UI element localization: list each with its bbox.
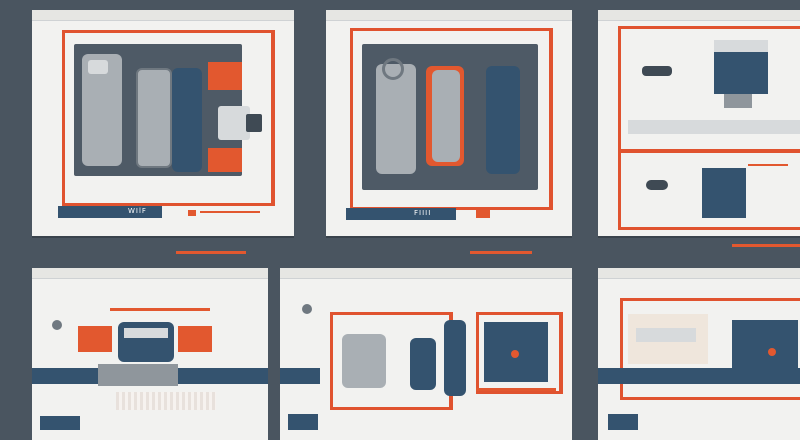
panel-label: WIlF <box>128 207 147 215</box>
device-panel-1: WIlF <box>32 10 294 236</box>
device-screen <box>702 168 746 218</box>
panel-lip <box>280 268 572 279</box>
device-panel-5 <box>280 268 572 440</box>
ring-icon <box>382 58 404 80</box>
floor-mark <box>288 414 318 430</box>
panel-lip <box>598 268 800 279</box>
navy-stripe <box>598 368 800 384</box>
orange-port-block <box>208 148 242 172</box>
orange-rule <box>200 211 260 213</box>
side-connector <box>218 106 250 140</box>
device-icon-small <box>646 180 668 190</box>
floor-rule <box>470 251 532 254</box>
base-unit <box>98 364 178 386</box>
red-frame <box>476 312 563 394</box>
device-panel-3 <box>598 10 800 236</box>
indicator-light <box>768 348 776 356</box>
orange-rule <box>476 388 556 391</box>
orange-connector <box>78 326 112 352</box>
panel-lip <box>598 10 800 21</box>
orange-connector <box>178 326 212 352</box>
floor-mark <box>608 414 638 430</box>
navy-stripe <box>280 368 320 384</box>
device-icon-small <box>642 66 672 76</box>
red-frame <box>62 30 275 206</box>
roller-icon <box>444 320 466 396</box>
floor-rule <box>176 251 246 254</box>
device-screen-top <box>714 40 768 52</box>
bar-shadow <box>628 120 800 134</box>
panel-lip <box>32 268 268 279</box>
navy-stripe <box>58 206 162 218</box>
navy-stripe <box>346 208 456 220</box>
orange-tag <box>476 210 490 218</box>
module-slot-icon <box>88 60 108 74</box>
display-stand <box>724 94 752 108</box>
roller-icon <box>410 338 436 390</box>
printer-module-icon <box>342 334 386 388</box>
connector-module-icon <box>136 68 172 168</box>
plug-icon <box>246 114 262 132</box>
battery-icon <box>172 68 202 172</box>
panel-lip <box>326 10 572 21</box>
status-dot <box>52 320 62 330</box>
red-frame <box>618 150 800 230</box>
connector-module-icon <box>432 70 460 162</box>
floor-rule <box>732 244 800 247</box>
striped-floor <box>116 392 216 410</box>
status-dot <box>302 304 312 314</box>
orange-tag <box>188 210 196 216</box>
orange-rule <box>748 164 788 166</box>
device-panel-4 <box>32 268 268 440</box>
panel-label: FIIII <box>414 209 432 217</box>
indicator-light <box>511 350 519 358</box>
red-frame <box>620 298 800 400</box>
orange-port-block <box>208 62 242 90</box>
tray-display <box>636 328 696 342</box>
battery-icon <box>486 66 520 174</box>
device-panel-6 <box>598 268 800 440</box>
device-panel-2: FIIII <box>326 10 572 236</box>
panel-lip <box>32 10 294 21</box>
floor-mark <box>40 416 80 430</box>
orange-rule <box>110 308 210 311</box>
module-keys <box>124 328 168 338</box>
large-module-icon <box>376 64 416 174</box>
